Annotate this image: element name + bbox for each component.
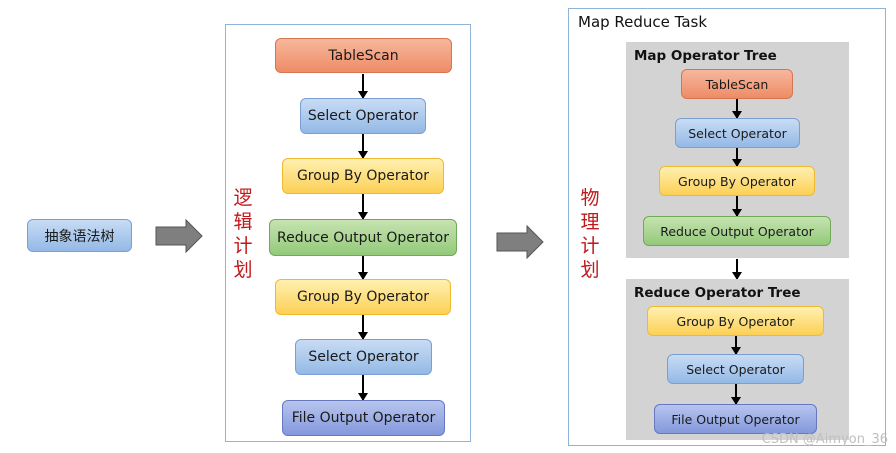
reduce-arrow-2 bbox=[731, 384, 741, 405]
logical-arrow-4 bbox=[358, 256, 368, 280]
map-operator-tree-title: Map Operator Tree bbox=[634, 48, 777, 64]
arrow-to-physical-plan bbox=[496, 224, 544, 260]
physical-plan-label: 物 理 计 划 bbox=[580, 187, 600, 281]
logical-select-operator-node: Select Operator bbox=[300, 98, 426, 134]
reduce-arrow-1 bbox=[731, 336, 741, 355]
logical-arrow-5 bbox=[358, 315, 368, 340]
logical-reduce-output-operator-node: Reduce Output Operator bbox=[269, 219, 457, 256]
logical-group-by-operator-node: Group By Operator bbox=[282, 158, 444, 194]
map-reduce-task-title: Map Reduce Task bbox=[578, 13, 708, 31]
map-select-operator-node: Select Operator bbox=[675, 118, 800, 148]
map-group-by-operator-node: Group By Operator bbox=[659, 166, 815, 196]
logical-group-by-operator-node-2: Group By Operator bbox=[275, 279, 451, 315]
reduce-file-output-operator-node: File Output Operator bbox=[654, 404, 817, 434]
logical-arrow-6 bbox=[358, 375, 368, 401]
watermark: CSDN @Aimyon_36 bbox=[761, 432, 888, 447]
reduce-select-operator-node: Select Operator bbox=[667, 354, 804, 384]
logical-plan-label: 逻 辑 计 划 bbox=[233, 187, 253, 281]
map-arrow-2 bbox=[732, 148, 742, 167]
arrow-to-logical-plan bbox=[155, 218, 203, 254]
map-to-reduce-arrow bbox=[732, 259, 742, 280]
reduce-operator-tree-title: Reduce Operator Tree bbox=[634, 285, 801, 301]
map-tablescan-node: TableScan bbox=[681, 69, 793, 99]
logical-tablescan-node: TableScan bbox=[275, 38, 452, 73]
map-arrow-1 bbox=[732, 99, 742, 119]
logical-arrow-3 bbox=[358, 194, 368, 220]
map-reduce-output-operator-node: Reduce Output Operator bbox=[643, 216, 831, 246]
logical-select-operator-node-2: Select Operator bbox=[295, 339, 432, 375]
logical-arrow-1 bbox=[358, 74, 368, 99]
reduce-group-by-operator-node: Group By Operator bbox=[647, 306, 824, 336]
logical-file-output-operator-node: File Output Operator bbox=[282, 400, 445, 436]
logical-arrow-2 bbox=[358, 134, 368, 159]
abstract-syntax-tree-node: 抽象语法树 bbox=[27, 219, 132, 252]
map-arrow-3 bbox=[732, 196, 742, 217]
